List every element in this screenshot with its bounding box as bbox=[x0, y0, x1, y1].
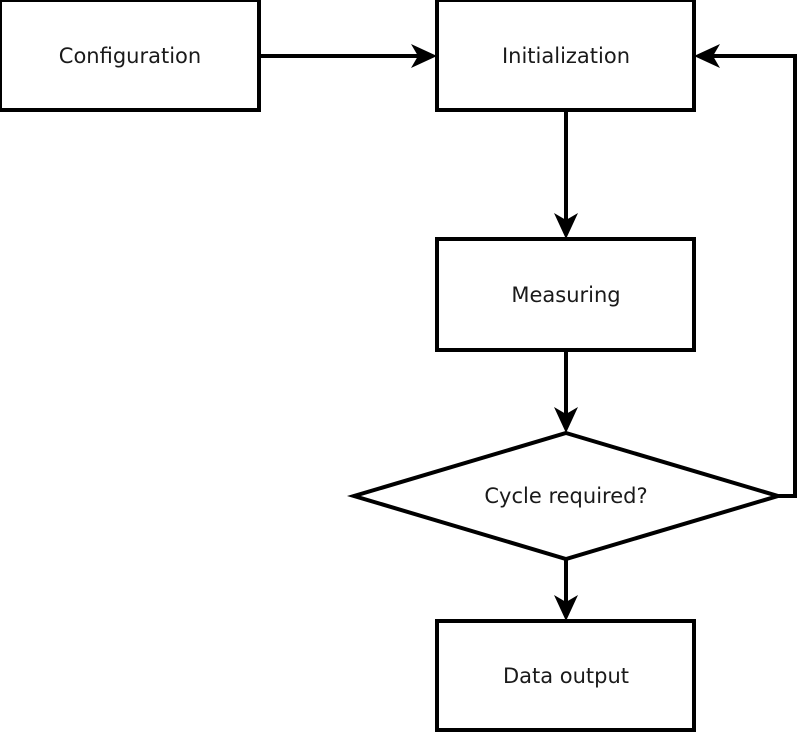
edge-cycle-required-to-data-output bbox=[554, 558, 578, 621]
edge-configuration-to-initialization bbox=[259, 44, 437, 68]
measuring-box[interactable] bbox=[435, 237, 696, 352]
configuration-label: Configuration bbox=[59, 44, 201, 68]
measuring-label: Measuring bbox=[511, 283, 620, 307]
arrow-head-down-icon bbox=[554, 213, 578, 239]
arrow-head-left-icon bbox=[694, 44, 720, 68]
edge-line-feedback bbox=[699, 54, 797, 498]
edge-measuring-to-cycle-required bbox=[554, 350, 578, 433]
arrow-head-right-icon bbox=[411, 44, 437, 68]
data-output-label: Data output bbox=[503, 664, 629, 688]
node-measuring[interactable]: Measuring bbox=[435, 237, 696, 352]
cycle-required-diamond[interactable] bbox=[346, 430, 786, 562]
initialization-box[interactable] bbox=[435, 0, 696, 112]
edge-initialization-to-measuring bbox=[554, 110, 578, 239]
cycle-required-label: Cycle required? bbox=[484, 484, 647, 508]
arrow-head-down-icon bbox=[554, 595, 578, 621]
node-cycle-required[interactable]: Cycle required? bbox=[346, 430, 786, 562]
initialization-label: Initialization bbox=[502, 44, 630, 68]
node-configuration[interactable]: Configuration bbox=[0, 0, 261, 112]
arrow-head-down-icon bbox=[554, 407, 578, 433]
edge-cycle-required-to-initialization-feedback bbox=[694, 44, 797, 498]
data-output-box[interactable] bbox=[435, 619, 696, 732]
node-initialization[interactable]: Initialization bbox=[435, 0, 696, 112]
node-data-output[interactable]: Data output bbox=[435, 619, 696, 732]
configuration-box[interactable] bbox=[0, 0, 261, 112]
